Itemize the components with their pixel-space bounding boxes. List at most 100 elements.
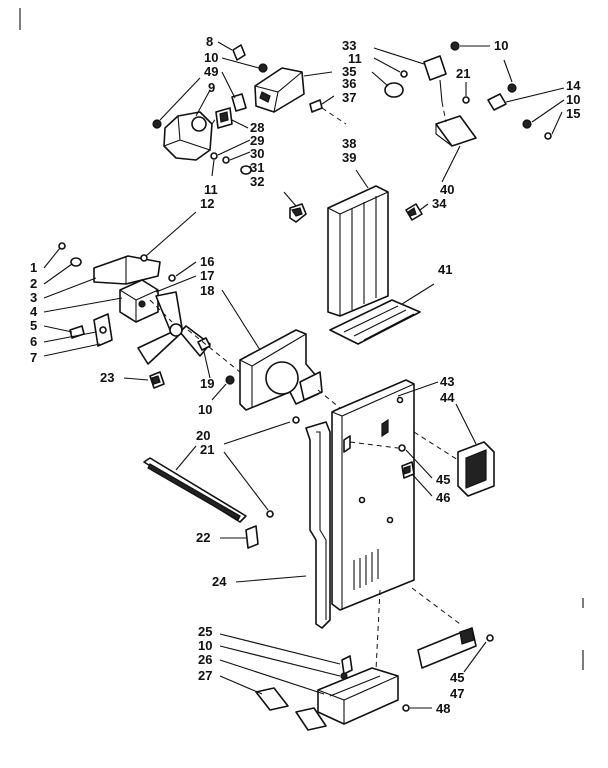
part-8-clip: [232, 44, 246, 61]
callout-17: 17: [200, 268, 214, 283]
callout-35: 35: [342, 64, 356, 79]
callout-45: 45: [436, 472, 450, 487]
callout-28: 28: [250, 120, 264, 135]
callout-36: 36: [342, 76, 356, 91]
callout-21-grille: 21: [200, 442, 214, 457]
part-33-thermostat: [423, 55, 447, 103]
leader-34: [419, 203, 429, 211]
callout-4: 4: [30, 304, 38, 319]
part-14-switch: [487, 93, 507, 111]
part-32-clip: [289, 203, 307, 223]
part-26-drain-trough: [317, 667, 399, 725]
callout-48: 48: [436, 701, 450, 716]
leader-24: [235, 575, 307, 583]
callout-23: 23: [100, 370, 114, 385]
part-24-duct: [305, 421, 331, 629]
callout-25: 25: [198, 624, 212, 639]
part-17-fan-shroud: [239, 329, 323, 411]
dashed-path-cover: [411, 587, 461, 625]
leader-35: [371, 71, 389, 87]
part-21-screw-grille: [266, 510, 274, 518]
dashed-path-28: [211, 117, 217, 125]
fastener-10-top: [258, 63, 268, 73]
part-28-bracket: [215, 107, 233, 129]
callout-38: 38: [342, 136, 356, 151]
part-44-cap: [457, 441, 495, 497]
leader-21-grille-b: [223, 451, 269, 511]
leader-8: [217, 41, 233, 51]
callout-10-shroud: 10: [198, 402, 212, 417]
part-6-bracket: [93, 313, 113, 347]
leader-45-bottom: [463, 641, 487, 673]
part-48-screw: [402, 704, 410, 712]
part-2-grommet: [70, 257, 82, 267]
leader-45: [405, 449, 433, 479]
leader-44: [455, 403, 477, 445]
callout-6: 6: [30, 334, 37, 349]
part-1-screw: [58, 242, 66, 250]
part-39-air-duct: [327, 185, 389, 317]
dashed-path-cap: [413, 431, 459, 461]
part-4-fan-motor: [119, 279, 159, 323]
leader-40: [441, 145, 461, 183]
callout-10: 10: [204, 50, 218, 65]
dashed-path-37: [321, 107, 347, 125]
part-22-bracket: [245, 525, 259, 549]
leader-10-switch: [531, 99, 565, 123]
callout-33: 33: [342, 38, 356, 53]
leader-21-grille-a: [223, 421, 291, 445]
dashed-path-fan: [149, 299, 241, 373]
callout-32: 32: [250, 174, 264, 189]
leader-10-left: [159, 77, 201, 121]
dashed-path-bottom: [375, 589, 381, 671]
leader-37: [321, 95, 335, 105]
callout-41: 41: [438, 262, 452, 277]
callout-22: 22: [196, 530, 210, 545]
leader-43: [397, 381, 439, 397]
leader-33: [373, 47, 425, 65]
callout-21: 21: [456, 66, 470, 81]
leader-14: [505, 87, 565, 103]
part-45-screw: [398, 444, 406, 452]
fastener-11-bracket: [140, 254, 148, 262]
dashed-path-thermostat: [441, 101, 447, 123]
callout-19: 19: [200, 376, 214, 391]
callout-40: 40: [440, 182, 454, 197]
callout-5: 5: [30, 318, 37, 333]
part-25-drain-tube: [341, 655, 353, 675]
leader-30: [229, 151, 251, 161]
leader-25: [219, 633, 341, 665]
callout-10-thermostat: 10: [494, 38, 508, 53]
leader-23: [123, 377, 149, 381]
part-16-screw: [168, 274, 176, 282]
callout-45-bottom: 45: [450, 670, 464, 685]
part-15-screw: [544, 132, 552, 140]
part-3-bracket: [93, 255, 161, 285]
callout-8: 8: [206, 34, 213, 49]
leader-20: [175, 445, 197, 471]
part-23-clip: [149, 371, 165, 389]
leader-10-shroud: [211, 383, 227, 401]
fastener-11-top: [400, 70, 408, 78]
callout-29: 29: [250, 133, 264, 148]
part-29-30-31-screws: [210, 152, 252, 175]
fastener-10-thermostat: [450, 41, 460, 51]
leader-18: [221, 289, 261, 351]
callout-49: 49: [204, 64, 218, 79]
fastener-10-right: [507, 83, 517, 93]
part-35-knob: [384, 82, 404, 98]
leader-5: [43, 325, 73, 333]
leader-11: [373, 57, 401, 73]
fastener-10-left: [152, 119, 162, 129]
fastener-10-switch: [522, 119, 532, 129]
part-37-screw: [309, 99, 323, 113]
callout-2: 2: [30, 276, 37, 291]
leader-38-39: [355, 169, 369, 189]
part-47-cover: [417, 627, 477, 669]
leader-17: [155, 275, 197, 293]
callout-10-bottom: 10: [198, 638, 212, 653]
leader-3: [43, 277, 97, 299]
part-21-screw-shroud: [292, 416, 300, 424]
part-18-fan-blade: [137, 291, 211, 365]
